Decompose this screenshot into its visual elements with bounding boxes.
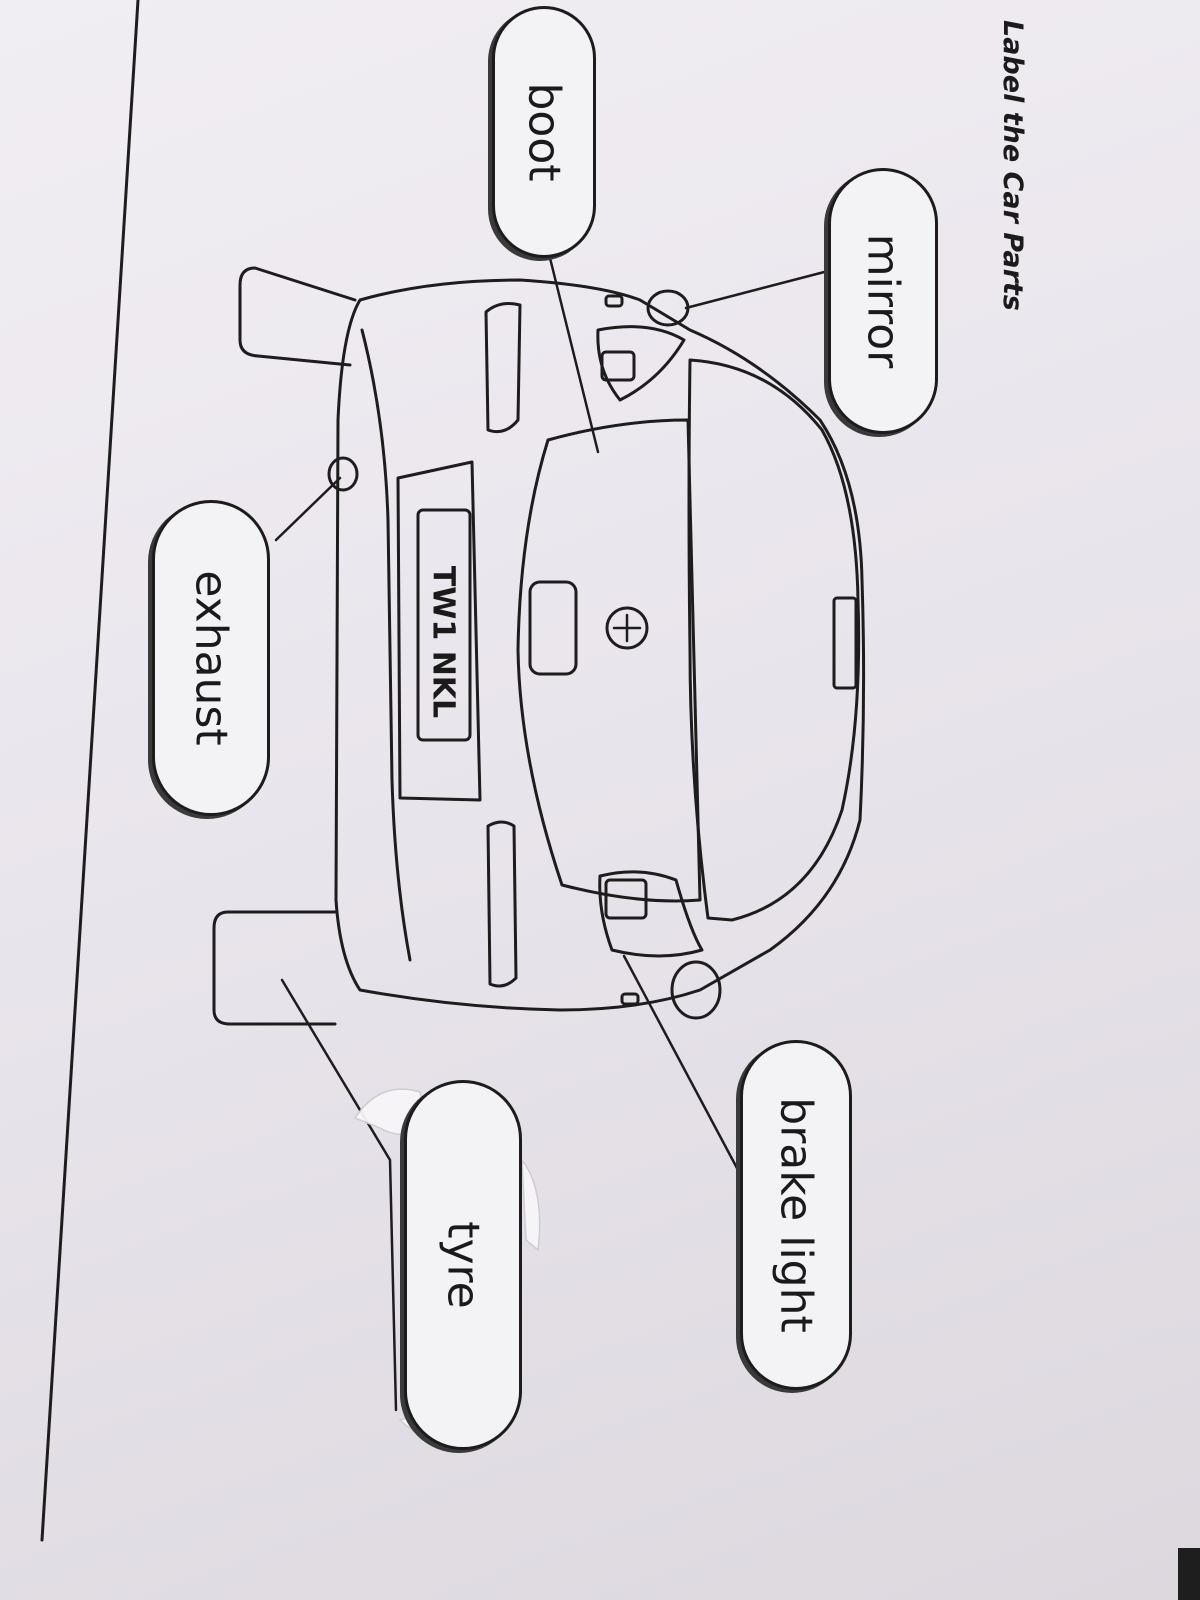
tyre-left bbox=[238, 266, 357, 367]
label-boot-text: boot bbox=[518, 82, 570, 182]
bumper-line bbox=[360, 328, 412, 962]
reflector-left bbox=[484, 302, 522, 434]
tail-light-right bbox=[598, 870, 704, 958]
boot-lid bbox=[516, 418, 702, 903]
plate-recess bbox=[396, 460, 482, 802]
label-brake-light-text: brake light bbox=[770, 1097, 822, 1333]
exhaust-pipe bbox=[327, 456, 359, 492]
reflector-right bbox=[486, 820, 518, 988]
tail-light-left bbox=[596, 325, 686, 402]
pointer-tyre bbox=[280, 978, 398, 1412]
tyre-right bbox=[212, 910, 337, 1026]
label-exhaust: exhaust bbox=[152, 500, 270, 816]
number-plate-text: TW1 NKL bbox=[425, 565, 461, 719]
label-tyre: tyre bbox=[404, 1080, 522, 1450]
pointer-boot bbox=[548, 256, 600, 454]
label-mirror-text: mirror bbox=[857, 233, 909, 369]
number-plate-frame bbox=[416, 508, 472, 742]
margin-line bbox=[40, 0, 140, 1542]
badge bbox=[605, 606, 649, 650]
car-body-outline bbox=[334, 278, 866, 1012]
label-mirror: mirror bbox=[828, 168, 938, 434]
pointer-exhaust bbox=[274, 476, 342, 542]
label-exhaust-text: exhaust bbox=[185, 570, 237, 746]
mirror-right bbox=[670, 960, 722, 1020]
label-tyre-text: tyre bbox=[437, 1221, 489, 1309]
label-boot: boot bbox=[492, 6, 596, 258]
rear-window bbox=[687, 358, 861, 922]
pointer-brake-light bbox=[622, 954, 740, 1172]
page-edge-shadow bbox=[1178, 1548, 1200, 1600]
worksheet-title: Label the Car Parts bbox=[997, 20, 1028, 311]
label-brake-light: brake light bbox=[740, 1040, 852, 1390]
pointer-mirror bbox=[684, 268, 834, 310]
